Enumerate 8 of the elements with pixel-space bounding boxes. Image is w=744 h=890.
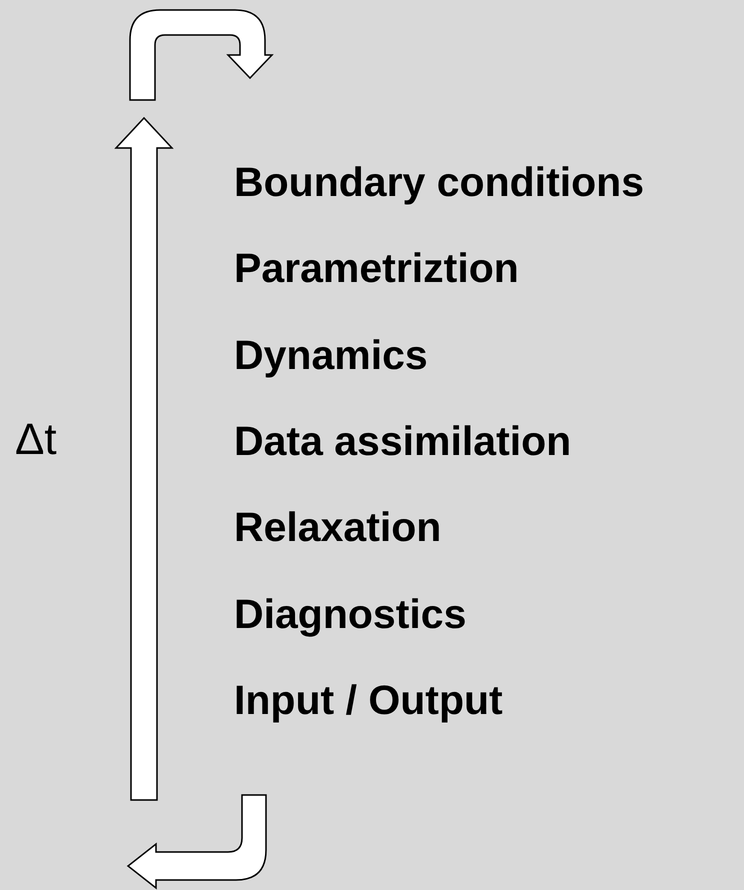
time-step-label: Δt [15, 418, 57, 462]
process-label: Input / Output [234, 680, 503, 721]
process-label: Parametriztion [234, 248, 519, 290]
process-label: Dynamics [234, 334, 428, 376]
process-label: Diagnostics [234, 594, 466, 634]
process-label: Data assimilation [234, 420, 572, 462]
process-label: Boundary conditions [234, 162, 644, 203]
process-label: Relaxation [234, 507, 442, 548]
